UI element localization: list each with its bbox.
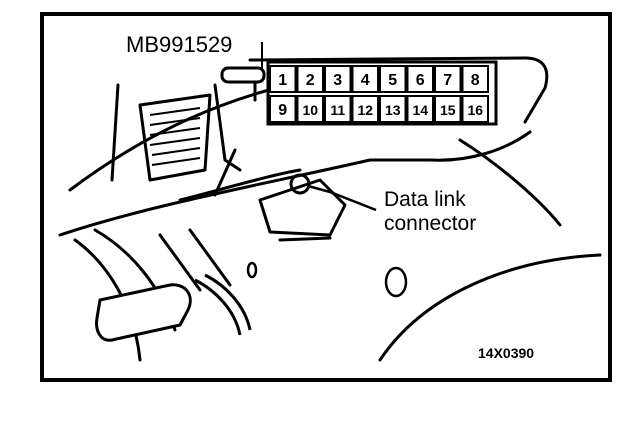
figure-code: 14X0390 [478,345,534,361]
pin-number: 2 [306,72,315,89]
pin-cell [461,65,489,93]
pin-cell [269,65,297,93]
diagram-frame [40,12,612,382]
pin-cell [296,95,324,123]
pin-cell [406,95,434,123]
panel-hole [246,261,258,279]
pin-cell [324,65,352,93]
pin-cell [379,65,407,93]
brake-pedal [95,273,252,342]
pin-number: 6 [416,72,425,89]
pin-cell [269,95,297,123]
pin-cell [406,65,434,93]
vent-hatching [149,107,201,166]
pin-number: 9 [278,102,287,119]
pin-number: 3 [333,72,342,89]
pin-number: 16 [467,102,483,118]
pin-number: 1 [278,72,287,89]
pin-cell [461,95,489,123]
pin-number: 8 [471,72,480,89]
pin-cell [324,95,352,123]
pin-number: 11 [330,102,345,118]
pin-cell [351,65,379,93]
door-hole [384,266,408,298]
pin-number: 13 [385,102,401,118]
pin-number: 15 [440,102,456,118]
callout-leader [307,184,377,212]
pin-number: 7 [443,72,452,89]
pin-cell [434,65,462,93]
pin-number: 5 [388,72,397,89]
callout-label-line1: Data link [384,188,466,211]
pin-number: 12 [357,102,373,118]
tool-label: MB991529 [126,32,232,57]
pin-number: 10 [302,102,318,118]
pin-number: 14 [412,102,428,118]
pin-cell [379,95,407,123]
pin-cell [434,95,462,123]
callout-label-line2: connector [384,212,476,235]
pin-cell [296,65,324,93]
pin-cell [351,95,379,123]
adapter-plug [220,66,266,84]
connector-location-marker [289,173,311,195]
pin-number: 4 [361,72,370,89]
